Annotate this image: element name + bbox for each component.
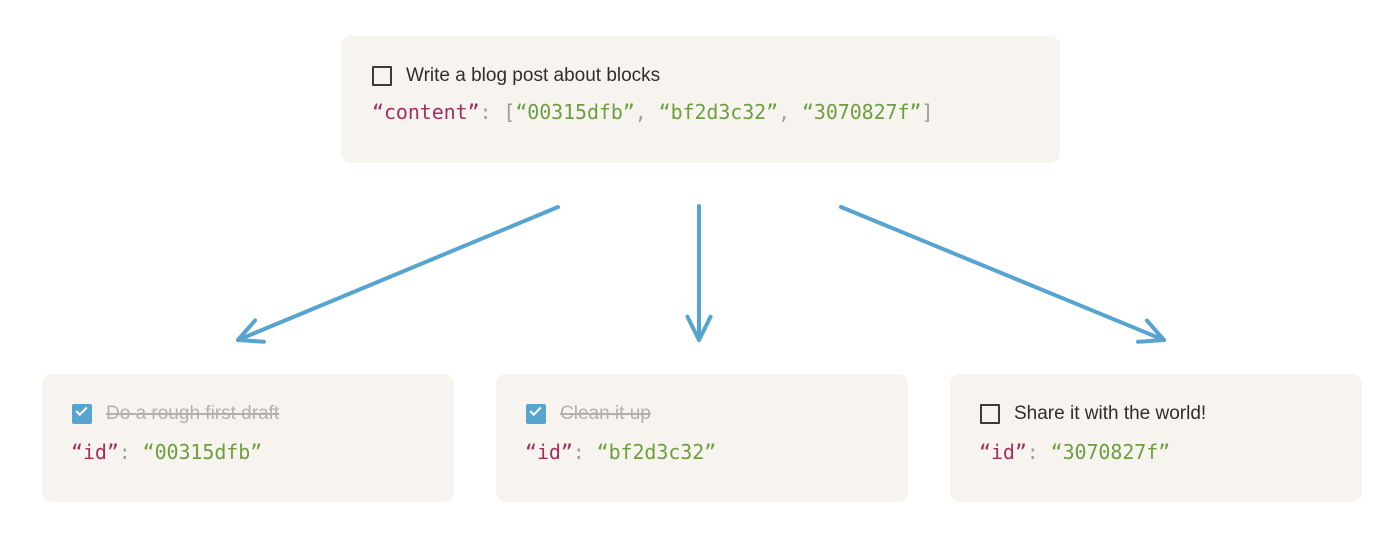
- checkbox-checked-icon[interactable]: [526, 403, 546, 424]
- check-mark-icon: [529, 403, 542, 417]
- child-json-line-1: “id”: “00315dfb”: [71, 439, 434, 465]
- arrow-to-child-3-head-icon: [1136, 318, 1166, 344]
- json-close-bracket: ]: [921, 100, 934, 124]
- child-todo-row-1[interactable]: Do a rough first draft: [72, 400, 434, 428]
- json-key-id-2: “id”: [525, 440, 573, 464]
- json-value-2: “3070827f”: [801, 100, 922, 124]
- json-value-0: “00315dfb”: [515, 100, 635, 124]
- check-mark-icon: [75, 403, 88, 417]
- json-key-id-3: “id”: [979, 440, 1027, 464]
- checkbox-unchecked-icon[interactable]: [980, 404, 1000, 424]
- child-block-card-2[interactable]: Clean it up “id”: “bf2d3c32”: [496, 374, 908, 502]
- json-value-id-1: “00315dfb”: [142, 440, 263, 464]
- parent-todo-label: Write a blog post about blocks: [406, 65, 661, 86]
- json-colon-3: :: [1026, 440, 1039, 464]
- json-separator-0: ,: [634, 100, 659, 124]
- checkbox-checked-icon[interactable]: [72, 403, 92, 424]
- child-block-card-1[interactable]: Do a rough first draft “id”: “00315dfb”: [42, 374, 454, 502]
- checkbox-unchecked-icon[interactable]: [372, 66, 392, 86]
- parent-json-line: “content”: [“00315dfb”, “bf2d3c32”, “307…: [372, 99, 1040, 125]
- parent-block-card[interactable]: Write a blog post about blocks “content”…: [341, 36, 1060, 163]
- parent-todo-row[interactable]: Write a blog post about blocks: [372, 62, 1040, 90]
- json-key-id-1: “id”: [71, 440, 119, 464]
- arrow-to-child-3: [839, 205, 1166, 342]
- child-todo-label-1: Do a rough first draft: [106, 403, 280, 424]
- child-todo-row-2[interactable]: Clean it up: [526, 400, 888, 428]
- json-separator-1: ,: [778, 100, 802, 124]
- arrow-to-child-2-head-icon: [685, 314, 713, 342]
- child-json-line-3: “id”: “3070827f”: [979, 439, 1342, 465]
- parent-block-content: Write a blog post about blocks “content”…: [372, 62, 1040, 125]
- json-value-id-3: “3070827f”: [1050, 440, 1171, 464]
- child-block-content-3: Share it with the world! “id”: “3070827f…: [979, 400, 1342, 465]
- child-block-content-1: Do a rough first draft “id”: “00315dfb”: [71, 400, 434, 465]
- child-todo-row-3[interactable]: Share it with the world!: [980, 400, 1342, 428]
- json-colon-1: :: [118, 440, 131, 464]
- child-block-card-3[interactable]: Share it with the world! “id”: “3070827f…: [950, 374, 1362, 502]
- child-todo-label-2: Clean it up: [560, 403, 651, 424]
- json-value-id-2: “bf2d3c32”: [596, 440, 717, 464]
- arrow-to-child-1: [236, 205, 560, 342]
- child-block-content-2: Clean it up “id”: “bf2d3c32”: [525, 400, 888, 465]
- arrow-to-child-1-head-icon: [236, 318, 266, 344]
- json-open-bracket: [: [491, 100, 516, 124]
- json-colon: :: [479, 100, 492, 124]
- json-colon-2: :: [572, 440, 585, 464]
- json-value-1: “bf2d3c32”: [658, 100, 779, 124]
- child-json-line-2: “id”: “bf2d3c32”: [525, 439, 888, 465]
- json-key-content: “content”: [372, 100, 480, 124]
- child-todo-label-3: Share it with the world!: [1014, 403, 1207, 424]
